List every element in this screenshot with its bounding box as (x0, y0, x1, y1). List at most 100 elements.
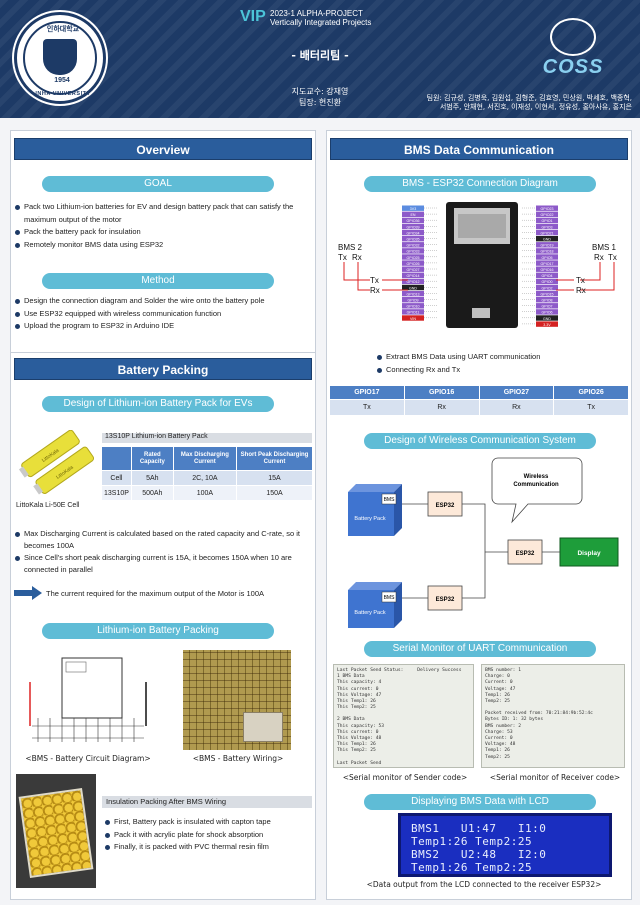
serial-line: This Temp2: 25 (337, 748, 376, 754)
table-cell: 100A (172, 485, 238, 501)
pin-label: GPIO5 (542, 256, 553, 260)
table-cell: 13S10P (101, 485, 132, 501)
battery-pack-label-top: Battery Pack (354, 516, 385, 522)
pin-label: GPIO8 (542, 299, 553, 303)
pin-label: GPIO4 (542, 274, 553, 278)
wire-label-tx-right: Tx (576, 276, 585, 285)
poster-header: 인하대학교 1954 INHA UNIVERSITY VIP 2023-1 AL… (0, 0, 640, 118)
lcd-line: BMS2 U2:48 I2:0 (411, 848, 547, 861)
display-label: Display (577, 550, 601, 557)
esp32-label-bottom: ESP32 (436, 597, 455, 603)
handshake-icon (550, 18, 596, 56)
wireless-label: Design of Wireless Communication System (364, 433, 596, 449)
serial-line: This Temp1: 26 (337, 742, 376, 748)
pin-box (536, 290, 558, 297)
serial-line: BMS number: 2 (485, 723, 521, 729)
gpio-cell: Rx (478, 399, 555, 416)
serial-line: This Voltage: 47 (337, 692, 382, 698)
vip-logo: VIP (240, 8, 266, 25)
design-label: Design of Lithium-ion Battery Pack for E… (42, 396, 274, 412)
founded-year: 1954 (54, 77, 70, 84)
esp32-box-top (427, 491, 463, 517)
battery-cells-image: LittoKala LittoKala (18, 430, 95, 495)
serial-line: Packet received from: 70:21:84:9b:52:4c (485, 711, 593, 717)
pin-label: GPIO1 (542, 219, 553, 223)
sender-lines: Last Packet Send Status: Delivery Succes… (337, 668, 470, 767)
pin-box (402, 303, 424, 309)
bms-circuit-diagram (20, 652, 156, 748)
display-box (559, 537, 619, 567)
pin-box (402, 205, 424, 211)
gpio-cell: Tx (329, 399, 405, 416)
table-cell: 5Ah (130, 470, 174, 486)
serial-label: Serial Monitor of UART Communication (364, 641, 596, 657)
members-line1: 팀원: 김규성, 김병욱, 김원섭, 김형준, 김효영, 민상원, 박세호, 백… (426, 94, 632, 102)
serial-line: This capacity: 53 (337, 723, 385, 729)
right-pin-labels: GPIO23GPIO22GPIO1GPIO3GPIO21GNDGPIO19GPI… (522, 205, 558, 327)
pin-box (402, 266, 424, 272)
serial-line: Voltage: 47 (485, 686, 516, 692)
pin-label: VIN (410, 317, 416, 321)
pin-box (402, 217, 424, 224)
pin-label: GPIO18 (541, 250, 554, 254)
goal-item: Pack the battery pack for insulation (14, 226, 310, 239)
method-list: Design the connection diagram and Solder… (14, 295, 310, 333)
lcd-display: BMS1 U1:47 I1:0 Temp1:26 Temp2:25 BMS2 U… (398, 813, 612, 877)
pin-label: GPIO26 (407, 262, 420, 266)
pin-box (402, 211, 424, 217)
cell-caption: LittoKala Li-50E Cell (16, 502, 80, 509)
pin-box (402, 242, 424, 248)
pin-box (402, 315, 424, 321)
pin-label: GPIO7 (542, 305, 553, 309)
serial-line: Bytes ID: 1: 32 bytes (485, 717, 544, 723)
university-korean-name: 인하대학교 (46, 25, 80, 33)
pin-label: GPIO36 (407, 219, 420, 223)
gpio-header: GPIO27 (478, 385, 555, 400)
bms1-tx-wire (580, 262, 615, 291)
pin-box (402, 290, 424, 297)
pin-label: GPIO27 (407, 268, 420, 272)
method-item: Use ESP32 equipped with wireless communi… (14, 308, 310, 321)
pin-label: GPIO35 (407, 238, 420, 242)
connection-label: BMS - ESP32 Connection Diagram (364, 176, 596, 192)
pin-box (536, 229, 558, 236)
wireless-bubble (491, 457, 583, 524)
bms2-tx-wire (343, 262, 370, 281)
esp32-label-receiver: ESP32 (516, 551, 535, 557)
overview-panel (10, 130, 316, 358)
goal-label: GOAL (42, 176, 274, 192)
insulation-title: Insulation Packing After BMS Wiring (102, 796, 312, 808)
inha-university-logo: 인하대학교 1954 INHA UNIVERSITY (14, 12, 106, 104)
wire-label-rx-left: Rx (370, 286, 380, 295)
coss-wordmark: COSS (542, 56, 604, 78)
bms2-rx: Rx (352, 253, 362, 262)
pin-box (536, 321, 558, 327)
insulated-pack (18, 787, 94, 879)
pin-box (536, 266, 558, 272)
pin-label: EN (411, 213, 416, 217)
pin-box (536, 303, 558, 309)
serial-line: Last Packet Send Status: Delivery Succes… (337, 668, 462, 673)
pin-box (536, 211, 558, 217)
pin-box (536, 297, 558, 303)
uart-list: Extract BMS Data using UART communicatio… (376, 351, 616, 376)
serial-line: Current: 0 (485, 680, 513, 686)
pin-box (536, 236, 558, 242)
battery-spec-table: Rated Capacity Max Discharging Current S… (101, 446, 313, 501)
pin-label: GPIO23 (541, 207, 554, 211)
bms1-tx: Tx (608, 253, 617, 262)
pin-box (536, 217, 558, 224)
pin-label: GND (409, 286, 417, 290)
sender-caption: <Serial monitor of Sender code> (342, 773, 468, 782)
pin-box (402, 278, 424, 285)
serial-line: 2 BMS Data (337, 717, 365, 723)
table-header-row: Rated Capacity Max Discharging Current S… (101, 446, 313, 471)
packing-label: Lithium-ion Battery Packing (42, 623, 274, 639)
pin-label: GPIO11 (407, 311, 420, 315)
wiring-caption: <BMS - Battery Wiring> (192, 754, 284, 763)
bubble-text-2: Communication (513, 482, 559, 488)
lcd-label: Displaying BMS Data with LCD (364, 794, 596, 810)
table-row: 13S10P 500Ah 100A 150A (101, 485, 313, 501)
pin-label: GPIO10 (407, 305, 420, 309)
